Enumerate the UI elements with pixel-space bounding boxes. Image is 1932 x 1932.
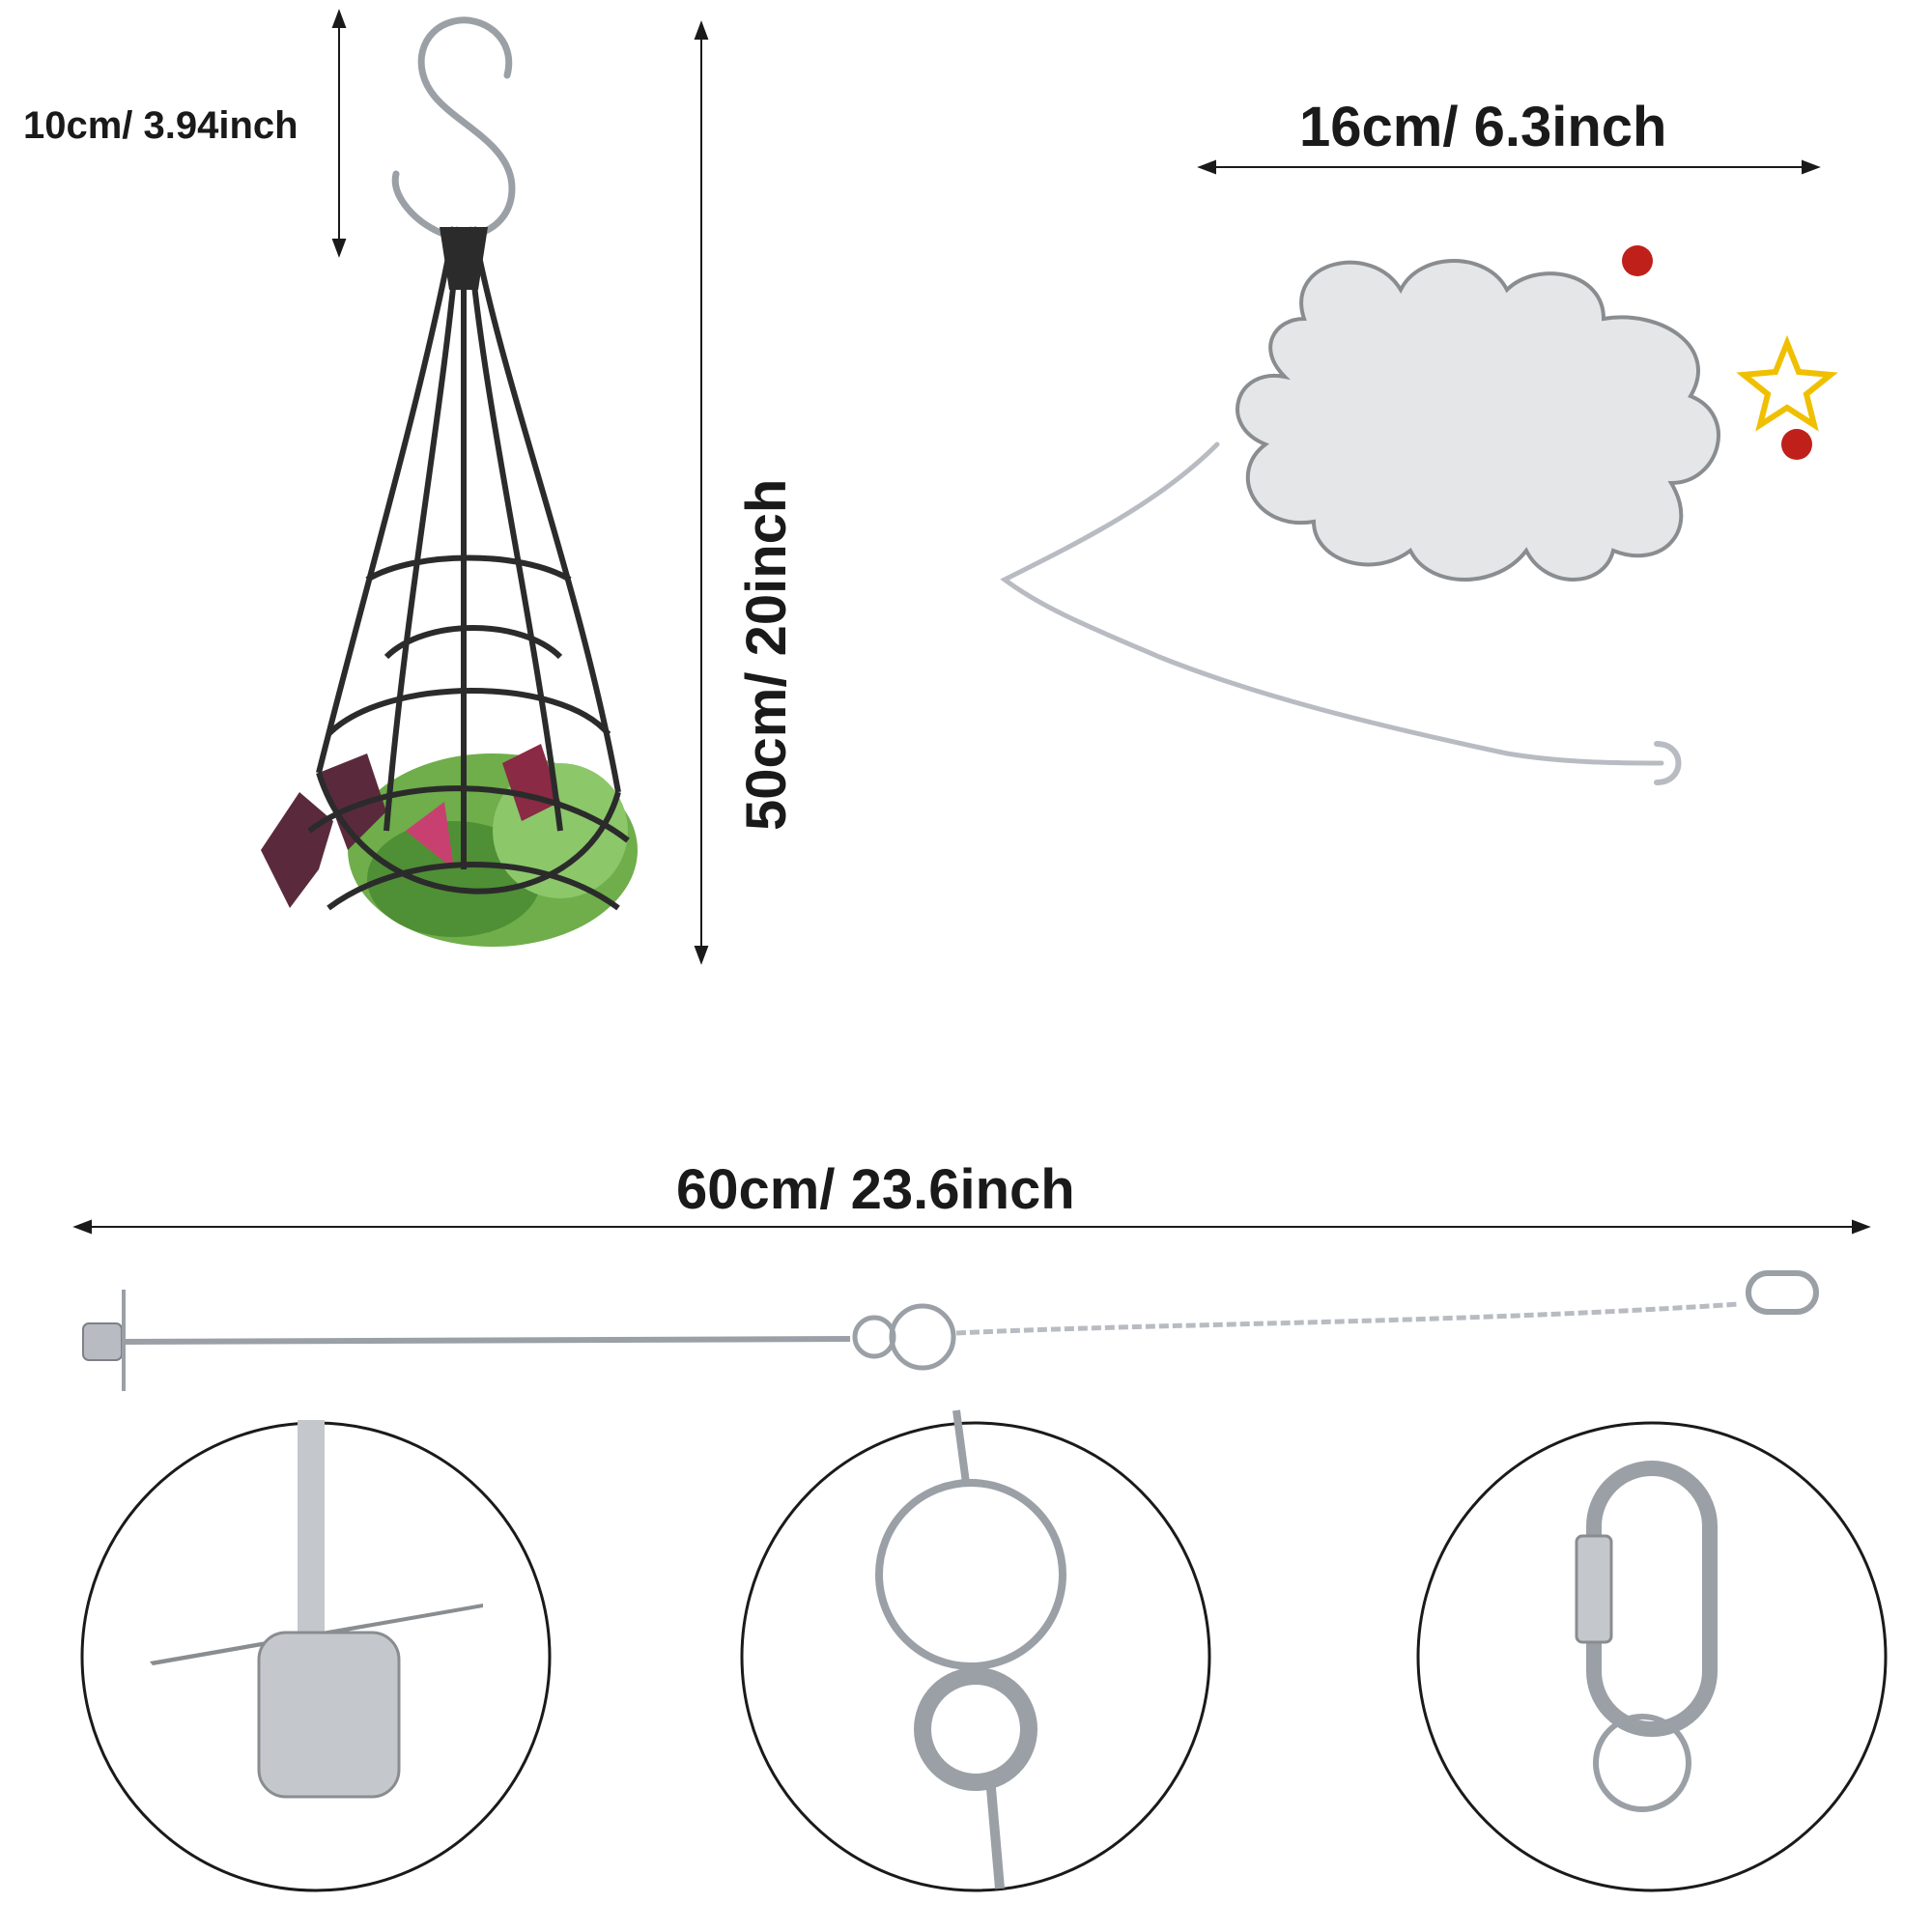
hook-dimension-label: 10cm/ 3.94inch (23, 104, 298, 147)
mirror-width-arrow (1197, 159, 1821, 175)
detail-rings (740, 1409, 1211, 1892)
cloud-mirror-icon (1000, 245, 1838, 785)
skewer-length-arrow (72, 1219, 1871, 1235)
net-length-label: 50cm/ 20inch (735, 478, 798, 831)
hook-height-arrow (331, 9, 347, 258)
net-bag-icon (261, 226, 638, 947)
detail-knob (80, 1420, 552, 1892)
skewer-length-label: 60cm/ 23.6inch (676, 1158, 1075, 1221)
dimension-arrows (72, 9, 1871, 1235)
mirror-width-label: 16cm/ 6.3inch (1299, 96, 1667, 158)
net-height-arrow (694, 20, 709, 965)
detail-carabiner (1416, 1421, 1888, 1892)
skewer-icon (82, 1270, 1819, 1391)
s-hook-icon (391, 16, 516, 241)
